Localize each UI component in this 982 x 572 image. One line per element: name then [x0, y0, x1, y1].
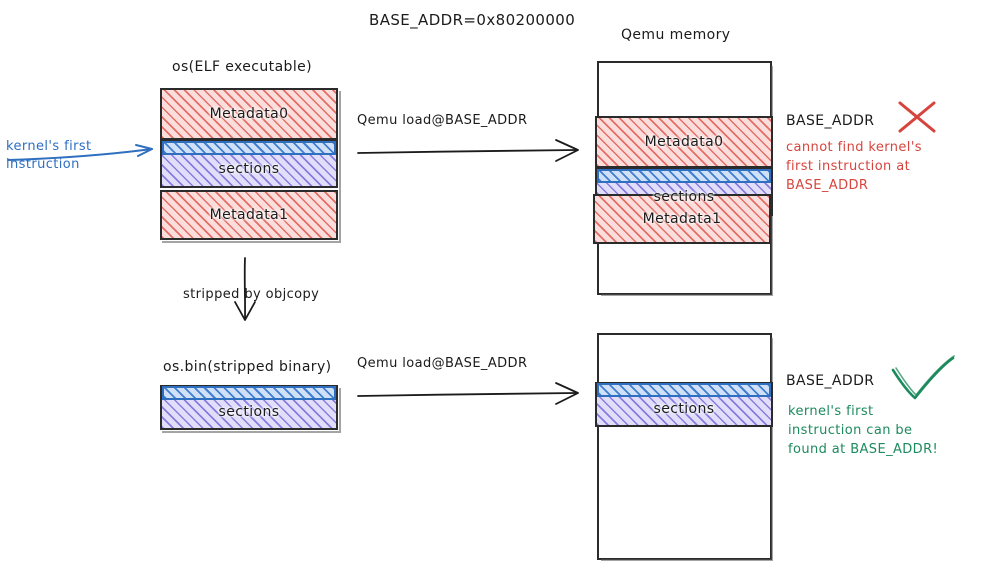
mem-top-first-instruction-strip [597, 169, 771, 183]
qemu-load-label-bottom: Qemu load@BASE_ADDR [357, 356, 528, 371]
kernel-first-instruction-label: kernel's first instruction [6, 139, 92, 172]
success-note: kernel's first instruction can be found … [788, 404, 939, 457]
check-icon [891, 355, 955, 400]
stripped-by-objcopy-label: stripped by objcopy [183, 287, 320, 302]
qemu-load-arrow-bottom [357, 382, 579, 405]
os-bin-caption: os.bin(stripped binary) [163, 359, 332, 375]
os-bin-first-instruction-strip [162, 386, 336, 400]
mem-bottom-first-instruction-strip [597, 383, 771, 397]
base-addr-marker-bottom: BASE_ADDR [786, 373, 875, 389]
os-elf-caption: os(ELF executable) [172, 59, 312, 75]
block-label: Metadata0 [209, 106, 289, 122]
block-label: Metadata0 [644, 134, 724, 150]
base-addr-title: BASE_ADDR=0x80200000 [369, 11, 576, 29]
os-elf-metadata1: Metadata1 [160, 190, 338, 240]
block-label: Metadata1 [209, 207, 289, 223]
mem-top-metadata0: Metadata0 [595, 116, 773, 168]
block-label: sections [218, 403, 280, 420]
mem-top-metadata1: Metadata1 [593, 194, 771, 244]
qemu-load-arrow-top [357, 139, 579, 162]
base-addr-marker-top: BASE_ADDR [786, 113, 875, 129]
qemu-load-label-top: Qemu load@BASE_ADDR [357, 113, 528, 128]
cross-icon [898, 101, 936, 133]
os-elf-metadata0: Metadata0 [160, 88, 338, 140]
os-elf-sections: sections [160, 140, 338, 188]
qemu-memory-box-bottom [597, 333, 773, 561]
block-label: sections [218, 160, 280, 177]
block-label: sections [653, 188, 715, 205]
qemu-memory-caption: Qemu memory [621, 27, 731, 43]
block-label: Metadata1 [642, 211, 722, 227]
failure-note: cannot find kernel's first instruction a… [786, 140, 922, 193]
os-elf-first-instruction-strip [162, 141, 336, 155]
block-label: sections [653, 400, 715, 417]
